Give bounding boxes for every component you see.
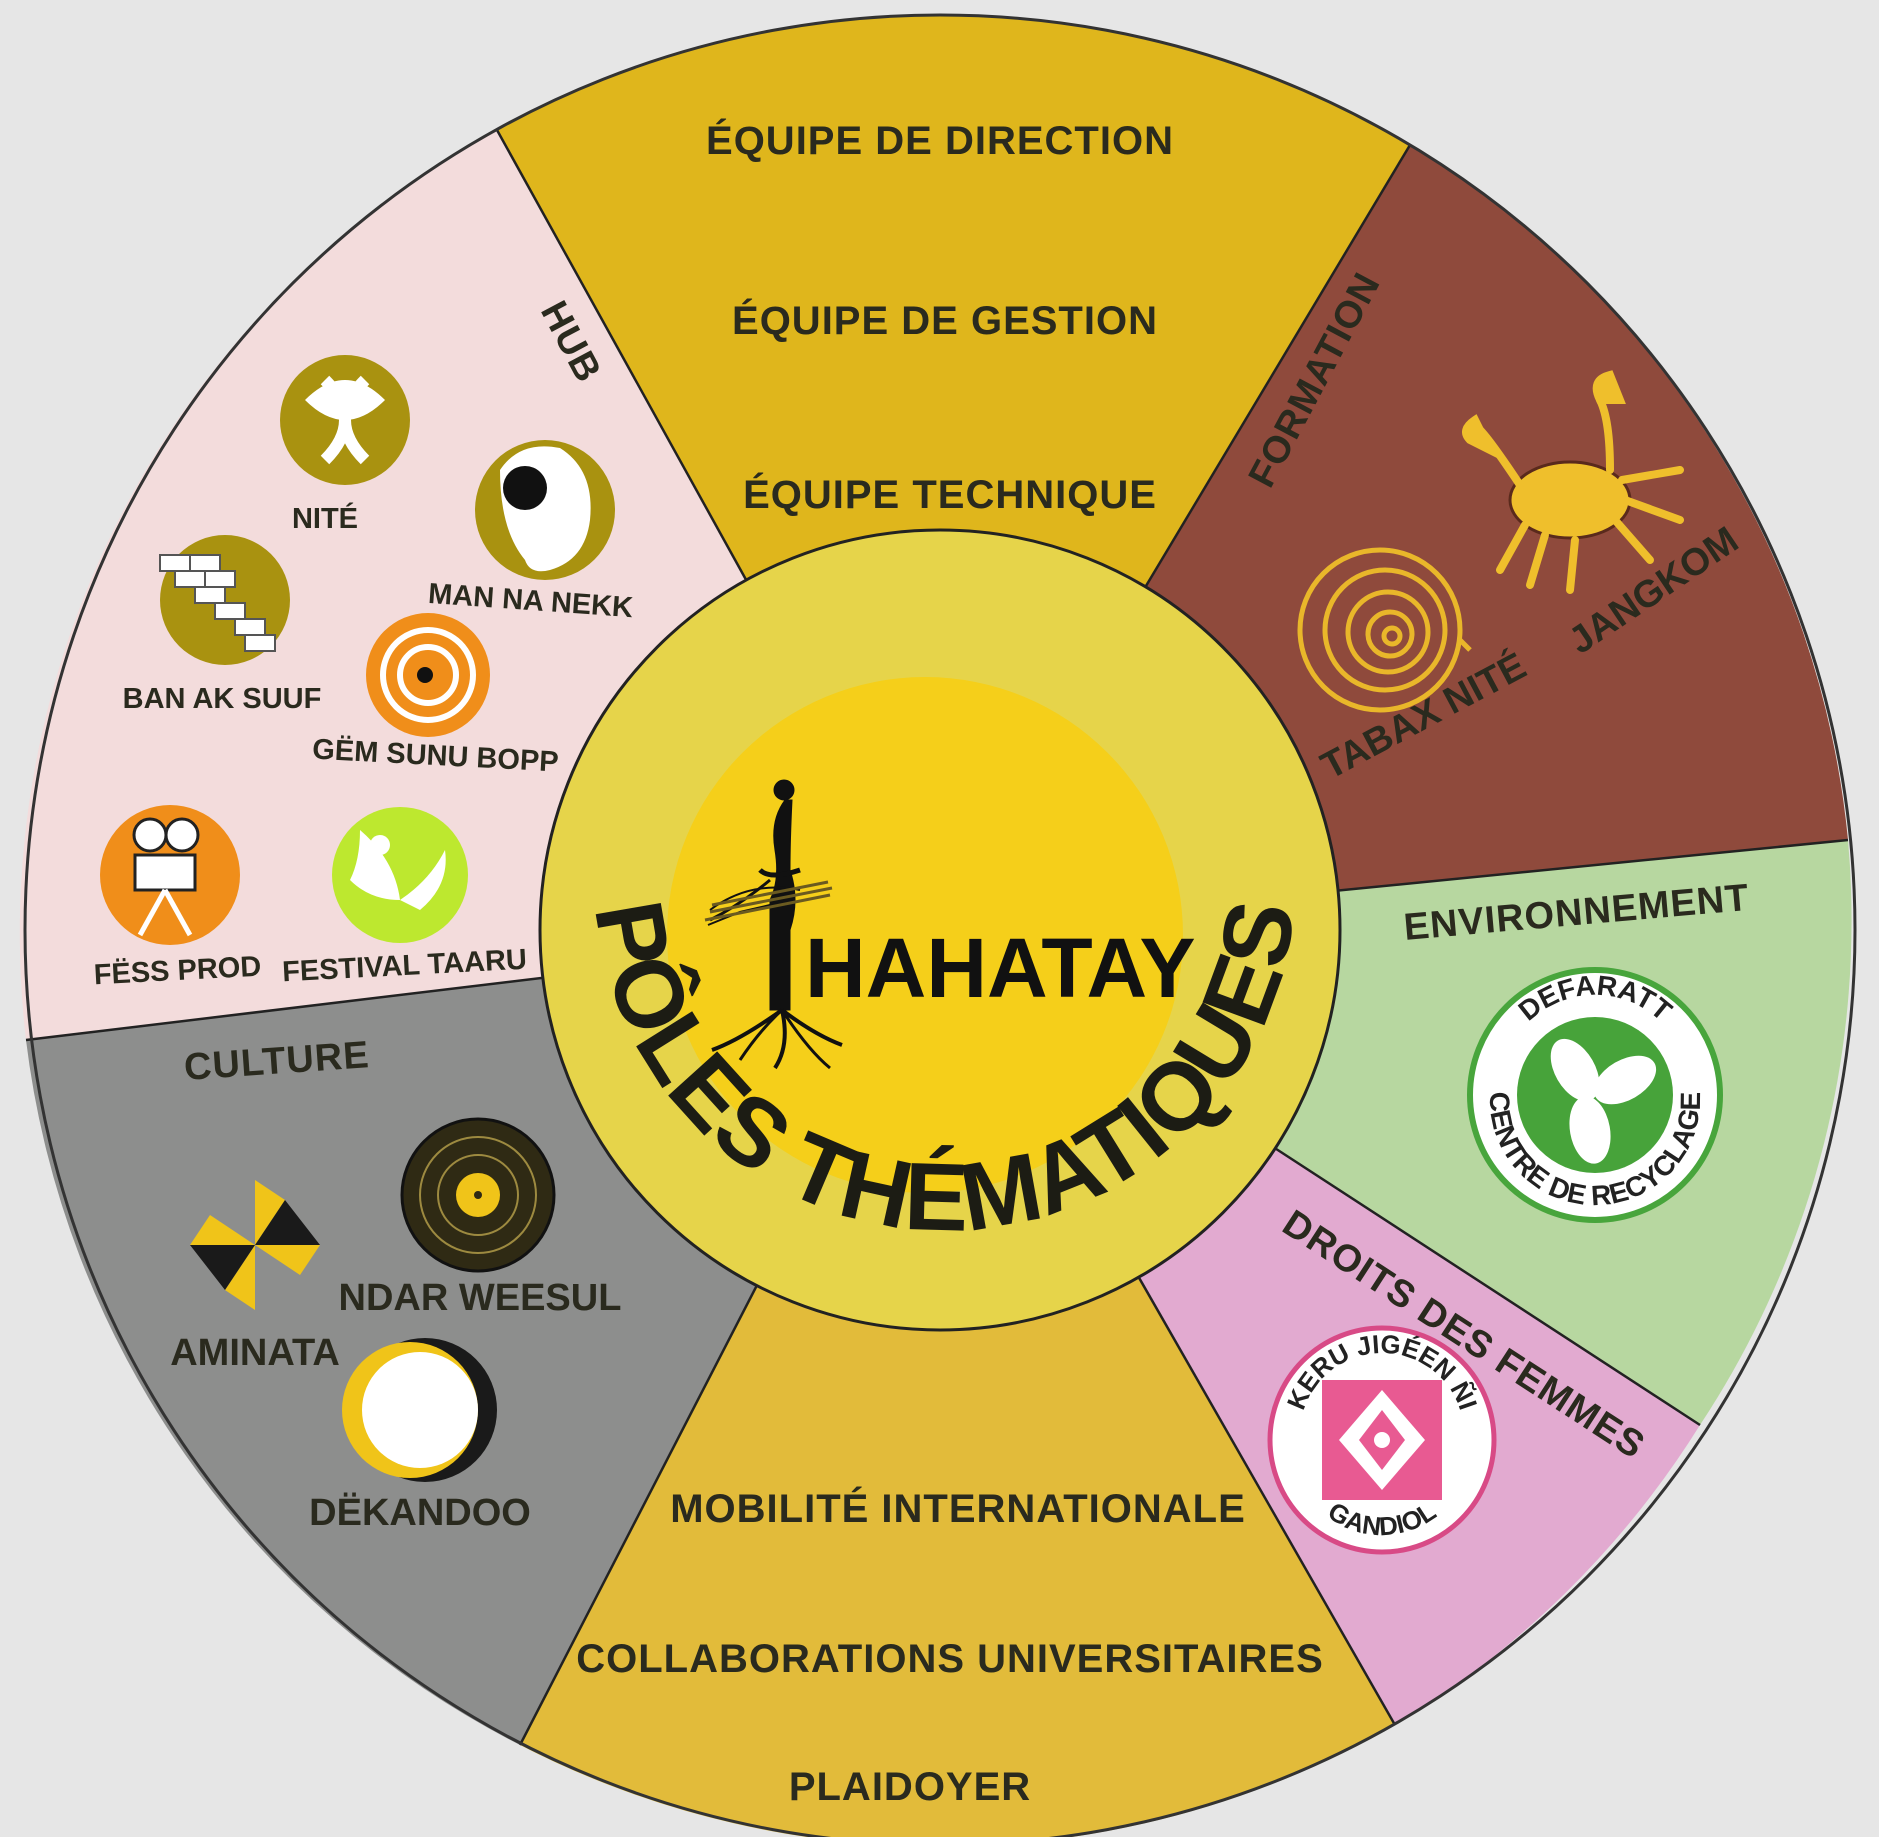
moon-icon [342, 1338, 497, 1482]
bottom-item-plaidoyer: PLAIDOYER [789, 1765, 1031, 1809]
camera-icon [100, 805, 240, 945]
wheel-outline [23, 13, 1857, 1837]
hub-item-nite: NITÉ [292, 501, 358, 535]
culture-segment-content: CULTURE NDAR WEESUL AMINATA DËKANDOO [170, 1034, 621, 1534]
defaratt-badge: DEFARATT CENTRE DE RECYCLAGE [1467, 967, 1723, 1223]
hub-segment-content: HUB NITÉ MAN NA NEKK [93, 295, 634, 992]
culture-item-dekandoo: DËKANDOO [309, 1491, 531, 1534]
keru-badge: KERU JIGÉEN ÑI GANDIOL [1267, 1325, 1497, 1555]
recycle-icon [1550, 1038, 1657, 1164]
bottom-item-collaborations: COLLABORATIONS UNIVERSITAIRES [576, 1637, 1324, 1681]
crab-icon [1462, 370, 1684, 594]
hub-item-ban-ak-suuf: BAN AK SUUF [123, 683, 322, 715]
top-item-technique: ÉQUIPE TECHNIQUE [743, 472, 1157, 517]
pinwheel-icon [190, 1180, 320, 1310]
top-item-gestion: ÉQUIPE DE GESTION [732, 298, 1158, 343]
record-icon [400, 1117, 556, 1273]
culture-item-aminata: AMINATA [170, 1332, 340, 1374]
target-icon [366, 613, 490, 737]
top-item-direction: ÉQUIPE DE DIRECTION [706, 118, 1174, 163]
segment-top [497, 15, 1410, 930]
brand-name: HAHATAY [805, 921, 1195, 1015]
knot-icon [280, 355, 410, 485]
branches-on-head-icon [704, 880, 833, 922]
bird-icon [332, 807, 468, 943]
culture-item-ndar-weesul: NDAR WEESUL [339, 1277, 622, 1319]
bottom-item-mobilite: MOBILITÉ INTERNATIONALE [670, 1486, 1246, 1531]
spiral-icon [1297, 547, 1472, 713]
segment-bottom [520, 930, 1395, 1837]
center-disc [667, 677, 1183, 1193]
bricks-icon [159, 535, 290, 665]
profile-icon [475, 440, 615, 580]
